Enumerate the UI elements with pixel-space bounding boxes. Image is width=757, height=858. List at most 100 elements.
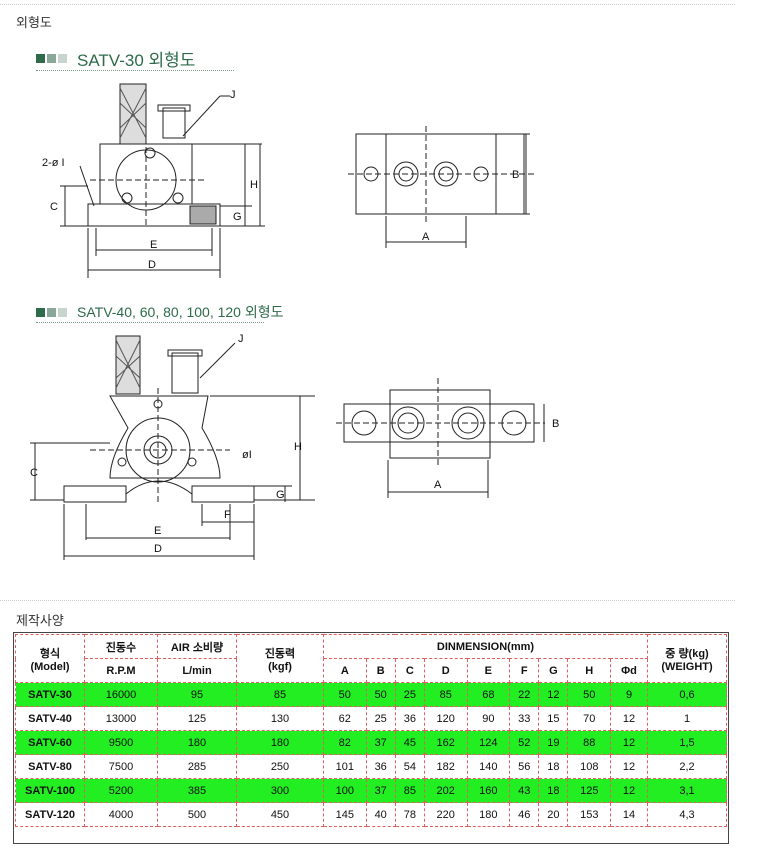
header-rpm: R.P.M [84, 658, 158, 683]
cell-force: 450 [236, 802, 324, 827]
diagram2-label-a: A [434, 479, 442, 491]
cell-dim: 182 [423, 754, 468, 779]
cell-dim: 43 [509, 778, 540, 803]
cell-dim: 125 [567, 778, 612, 803]
top-divider [0, 4, 735, 5]
header-dim-1: B [365, 658, 396, 683]
cell-dim: 140 [466, 754, 511, 779]
cell-weight: 0,6 [647, 682, 727, 707]
diagram2-label-j: J [238, 333, 244, 345]
header-dim-0: A [323, 658, 367, 683]
header-force: 진동력(kgf) [236, 634, 324, 683]
cell-dim: 19 [538, 730, 569, 755]
header-dim-6: G [538, 658, 569, 683]
cell-dim: 145 [323, 802, 367, 827]
cell-dim: 202 [423, 778, 468, 803]
cell-air: 385 [157, 778, 237, 803]
cell-air: 180 [157, 730, 237, 755]
cell-dim: 70 [567, 706, 612, 731]
cell-dim: 56 [509, 754, 540, 779]
cell-model: SATV-60 [15, 730, 85, 755]
cell-rpm: 7500 [84, 754, 158, 779]
cell-weight: 3,1 [647, 778, 727, 803]
cell-dim: 120 [423, 706, 468, 731]
cell-dim: 62 [323, 706, 367, 731]
diagram2-underline [36, 322, 264, 324]
diagram1-header: SATV-30 외형도 [36, 48, 196, 70]
diagram1-label-j: J [230, 89, 236, 101]
cell-dim: 20 [538, 802, 569, 827]
cell-weight: 2,2 [647, 754, 727, 779]
cell-dim: 25 [394, 682, 425, 707]
cell-dim: 40 [365, 802, 396, 827]
cell-dim: 46 [509, 802, 540, 827]
diagram1-label-b: B [512, 169, 519, 181]
cell-dim: 18 [538, 754, 569, 779]
header-dim-5: F [509, 658, 540, 683]
header-dim: DINMENSION(mm) [323, 634, 648, 659]
cell-dim: 36 [394, 706, 425, 731]
cell-dim: 12 [610, 754, 648, 779]
cell-dim: 12 [610, 706, 648, 731]
cell-dim: 101 [323, 754, 367, 779]
cell-dim: 37 [365, 778, 396, 803]
cell-dim: 12 [610, 778, 648, 803]
header-dim-4: E [466, 658, 511, 683]
header-dim-3: D [423, 658, 468, 683]
cell-rpm: 5200 [84, 778, 158, 803]
header-dim-2: C [394, 658, 425, 683]
cell-dim: 22 [509, 682, 540, 707]
diagram2-label-e: E [154, 525, 161, 537]
cell-force: 85 [236, 682, 324, 707]
cell-model: SATV-40 [15, 706, 85, 731]
cell-dim: 50 [365, 682, 396, 707]
diagram1-drawing: J 2-ø I C H G E D A B [42, 83, 534, 278]
cell-dim: 85 [423, 682, 468, 707]
cell-dim: 162 [423, 730, 468, 755]
spec-table: 형식(Model) 진동수 AIR 소비량 진동력(kgf) DINMENSIO… [15, 634, 727, 827]
cell-dim: 100 [323, 778, 367, 803]
diagram1-label-a: A [422, 231, 430, 243]
cell-dim: 52 [509, 730, 540, 755]
cell-dim: 37 [365, 730, 396, 755]
diagram2-label-g: G [276, 489, 285, 501]
diagram2-title: SATV-40, 60, 80, 100, 120 외형도 [77, 304, 284, 320]
cell-air: 95 [157, 682, 237, 707]
cell-rpm: 4000 [84, 802, 158, 827]
diagram1-title: SATV-30 외형도 [77, 50, 196, 70]
diagram2-label-b: B [552, 418, 559, 430]
diagram1-underline [36, 70, 234, 72]
header-vib: 진동수 [84, 634, 158, 659]
cell-air: 500 [157, 802, 237, 827]
cell-dim: 124 [466, 730, 511, 755]
cell-dim: 50 [567, 682, 612, 707]
diagram2-label-f: F [224, 509, 231, 521]
mid-divider [0, 600, 735, 601]
cell-dim: 9 [610, 682, 648, 707]
cell-force: 130 [236, 706, 324, 731]
cell-dim: 68 [466, 682, 511, 707]
diagram1-label-d: D [148, 259, 156, 271]
cell-model: SATV-80 [15, 754, 85, 779]
cell-dim: 220 [423, 802, 468, 827]
cell-force: 180 [236, 730, 324, 755]
cell-dim: 88 [567, 730, 612, 755]
cell-dim: 82 [323, 730, 367, 755]
diagram2-label-c: C [30, 467, 38, 479]
diagram2-drawing: J øI C H G F E D A B [30, 333, 559, 560]
cell-dim: 153 [567, 802, 612, 827]
cell-weight: 4,3 [647, 802, 727, 827]
cell-dim: 36 [365, 754, 396, 779]
cell-dim: 15 [538, 706, 569, 731]
header-dim-7: H [567, 658, 612, 683]
diagram1-label-c: C [50, 201, 58, 213]
diagram2-label-h: H [294, 441, 302, 453]
diagram1-label-phi: 2-ø I [42, 157, 65, 169]
cell-dim: 45 [394, 730, 425, 755]
cell-air: 125 [157, 706, 237, 731]
section-title-spec: 제작사양 [16, 614, 64, 629]
